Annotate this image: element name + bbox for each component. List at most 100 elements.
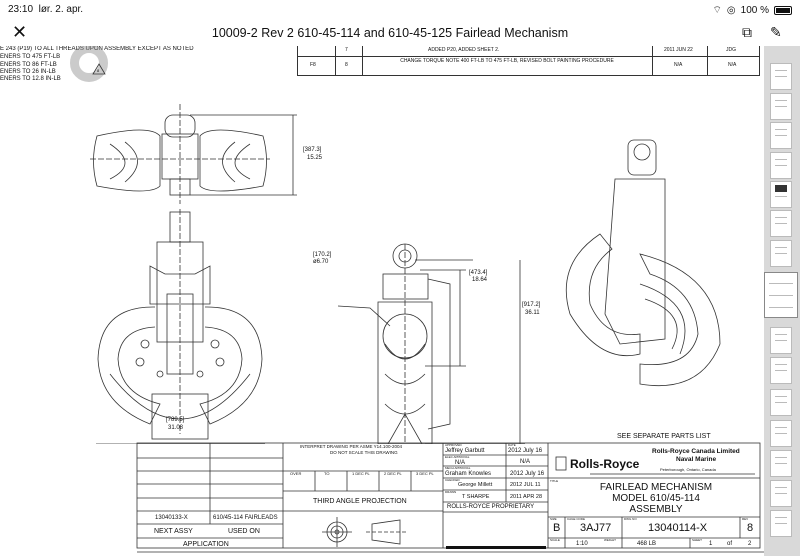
page-thumbnail[interactable]	[770, 480, 792, 507]
status-bar: 23:10 lør. 2. apr. ⌔◎100 %	[0, 0, 800, 20]
page-thumbnail[interactable]	[770, 450, 792, 477]
title-block-grid	[136, 442, 764, 553]
checked-date: 2012 JUL 11	[510, 482, 541, 488]
page-thumbnail[interactable]	[770, 240, 792, 267]
drawn-date: 2011 APR 28	[510, 494, 543, 500]
dimension-label: [473.4]	[469, 270, 488, 276]
division-name: Naval Marine	[676, 456, 717, 463]
page-thumbnail[interactable]	[770, 327, 792, 354]
page-thumbnail[interactable]	[770, 93, 792, 120]
sheet-label: SHEET	[692, 538, 703, 542]
dimension-label: 31.08	[168, 425, 184, 431]
airplay-icon[interactable]: ⧉	[742, 24, 752, 40]
page-thumbnail[interactable]	[770, 389, 792, 416]
used-on-label: USED ON	[228, 528, 260, 535]
status-date: lør. 2. apr.	[38, 4, 84, 15]
mechanism-drawing	[90, 104, 721, 444]
tol-header: 3 DEC PL	[416, 471, 434, 476]
page-thumbnail[interactable]	[770, 210, 792, 237]
dimension-label: [789.5]	[166, 417, 185, 423]
page-thumbnail[interactable]	[770, 122, 792, 149]
approved-by: Jeffrey Garbutt	[445, 448, 485, 454]
next-assy-value: 13040133-X	[155, 515, 188, 521]
page-thumbnail-current[interactable]	[764, 272, 798, 318]
page-thumbnail[interactable]	[770, 181, 792, 208]
dimension-label: 36.11	[525, 310, 540, 316]
page-thumbnail[interactable]	[770, 357, 792, 384]
rev-desc: ADDED P20, ADDED SHEET 2.	[428, 47, 500, 53]
note-line: ENERS TO 12.8 IN-LB	[0, 76, 61, 82]
isometric-view	[566, 139, 721, 387]
drawing-title: FAIRLEAD MECHANISM MODEL 610/45-114 ASSE…	[568, 482, 744, 515]
pencil-icon[interactable]: ✎	[770, 24, 782, 40]
page-thumbnail[interactable]	[770, 152, 792, 179]
next-assy-label: NEXT ASSY	[154, 528, 193, 535]
rev-desc: CHANGE TORQUE NOTE 400 FT-LB TO 475 FT-L…	[400, 58, 614, 64]
page-thumbnail-strip[interactable]	[764, 44, 800, 556]
sheet-total: 2	[748, 541, 752, 547]
sheet-number: 1	[709, 541, 713, 547]
warning-number: 8	[97, 68, 100, 73]
lock-rotation-icon: ◎	[726, 5, 736, 16]
document-title: 10009-2 Rev 2 610-45-114 and 610-45-125 …	[211, 26, 569, 40]
checked-label: CHECKED	[445, 478, 460, 482]
tol-header: 1 DEC PL	[352, 471, 370, 476]
page-thumbnail[interactable]	[770, 420, 792, 447]
battery-text: 100 %	[740, 5, 769, 16]
drawn-label: DRAWN	[445, 490, 457, 494]
wifi-icon: ⌔	[712, 5, 722, 16]
drawn-by: T SHARPE	[462, 494, 490, 500]
rev-zone: F8	[310, 62, 316, 68]
size-value: B	[553, 522, 561, 534]
dimension-label: ø6.70	[313, 259, 329, 265]
interpret-note: INTERPRET DRAWING PER ASME Y14.100-2004	[300, 444, 402, 449]
application-label: APPLICATION	[183, 541, 229, 548]
warning-triangle-icon	[92, 63, 106, 75]
dimension-label: 18.64	[472, 277, 488, 283]
approved-label: APPROVED	[445, 443, 462, 447]
title-label: TITLE	[550, 479, 559, 483]
sheet-of: of	[727, 541, 733, 547]
page-thumbnail[interactable]	[770, 63, 792, 90]
proprietary-label: ROLLS-ROYCE PROPRIETARY	[447, 504, 535, 510]
mech-label: MECH APPROVAL	[445, 466, 471, 470]
dimension-label: [387.3]	[303, 147, 322, 153]
drawing-title-line: MODEL 610/45-114	[612, 493, 700, 504]
tol-header: 2 DEC PL	[384, 471, 402, 476]
date-label: DATE	[508, 443, 516, 447]
close-icon[interactable]: ✕	[12, 22, 28, 42]
battery-icon	[774, 6, 792, 15]
parts-list-note: SEE SEPARATE PARTS LIST	[617, 433, 711, 440]
weight-value: 468 LB	[637, 541, 657, 547]
dwg-label: DWG NO	[624, 517, 637, 521]
mech-date: 2012 July 16	[510, 471, 545, 477]
redaction-bar	[446, 546, 546, 549]
mech-approval: Graham Knowles	[445, 471, 492, 477]
side-view	[337, 243, 525, 444]
noscale-note: DO NOT SCALE THIS DRAWING	[330, 450, 398, 455]
company-name: Rolls-Royce Canada Limited	[652, 448, 740, 455]
elec-approval: N/A	[455, 460, 466, 466]
revision-table: 7 ADDED P20, ADDED SHEET 2. 2011 JUN 22 …	[297, 44, 760, 76]
note-line: ENERS TO 475 FT-LB	[0, 54, 61, 60]
rev-by: JDG	[726, 47, 736, 53]
scale-label: SCALE	[550, 538, 560, 542]
loading-spinner-icon	[70, 44, 108, 82]
drawing-title-line: FAIRLEAD MECHANISM	[599, 482, 713, 493]
page-thumbnail[interactable]	[770, 510, 792, 537]
elec-label: ELEC APPROVAL	[445, 455, 470, 459]
title-bar: ✕ 10009-2 Rev 2 610-45-114 and 610-45-12…	[0, 20, 800, 46]
rev-label: REV	[742, 517, 749, 521]
tol-header: TO	[324, 471, 330, 476]
dwg-number: 13040114-X	[648, 522, 708, 534]
cage-label: CAGE CODE	[567, 517, 586, 521]
weight-label: WEIGHT	[604, 538, 616, 542]
dimension-label: [170.2]	[313, 252, 332, 258]
size-label: SIZE	[550, 517, 557, 521]
top-view	[90, 104, 297, 204]
company-location: Peterborough, Ontario, Canada	[660, 467, 716, 472]
checked-by: George Millett	[458, 482, 493, 488]
dimension-label: 15.25	[307, 155, 323, 161]
approved-date: 2012 July 16	[508, 448, 543, 454]
pdf-page[interactable]: E 243 (P19) TO ALL THREADS UPON ASSEMBLY…	[0, 44, 764, 556]
